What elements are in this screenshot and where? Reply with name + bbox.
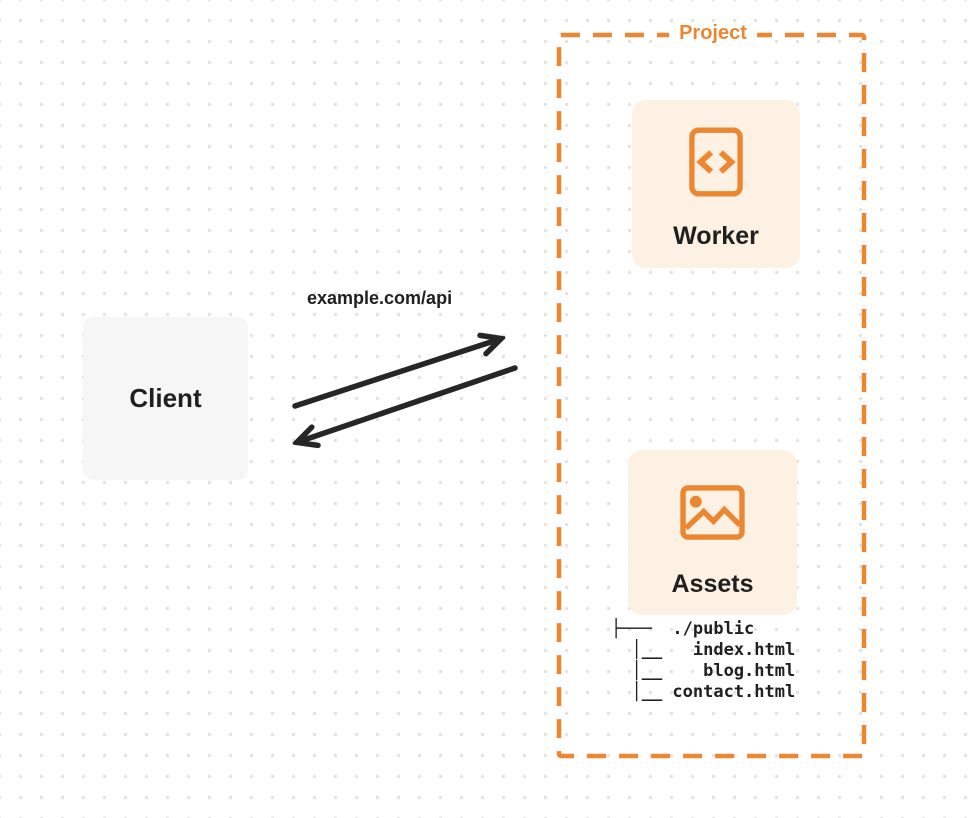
assets-node: Assets [628, 450, 797, 615]
worker-label: Worker [673, 222, 759, 250]
tree-line-index: │__ index.html [611, 640, 796, 660]
worker-node: Worker [632, 100, 800, 268]
project-label: Project [669, 22, 757, 45]
tree-line-blog: │__ blog.html [611, 661, 796, 681]
tree-line-contact: │__ contact.html [611, 682, 796, 702]
assets-label: Assets [671, 570, 754, 598]
tree-line-public: ├─── ./public [611, 619, 755, 639]
request-arrow [292, 339, 500, 409]
code-icon [689, 127, 743, 197]
image-icon [680, 485, 745, 540]
client-node: Client [83, 317, 248, 480]
file-tree: ├─── ./public │__ index.html │__ blog.ht… [611, 619, 795, 703]
request-url-label: example.com/api [307, 288, 453, 308]
client-label: Client [129, 383, 202, 413]
response-arrow [298, 365, 518, 442]
